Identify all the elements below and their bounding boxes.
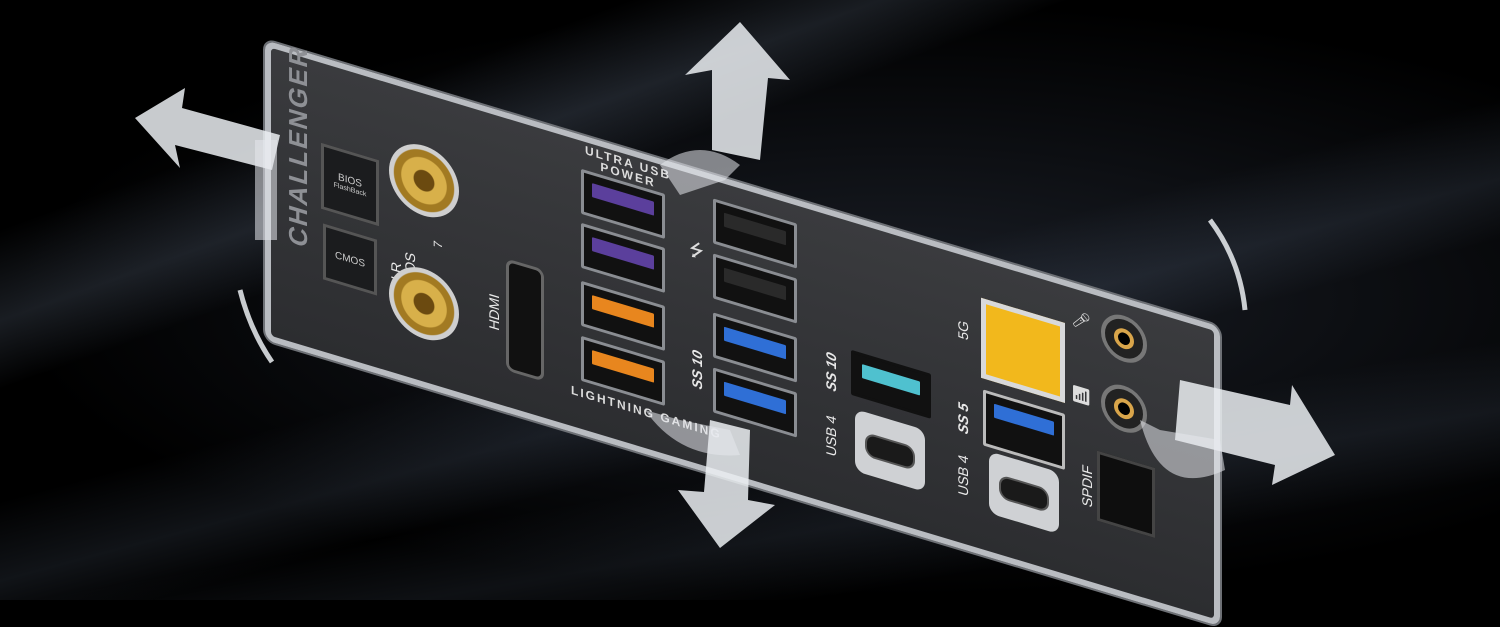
movement-arrows xyxy=(135,22,1335,548)
curved-arrow-icon xyxy=(645,410,740,456)
arrow-up-icon xyxy=(685,22,790,160)
rotate-arrow-icon xyxy=(1207,218,1248,311)
curved-arrow-icon xyxy=(1140,420,1225,479)
arrow-right-icon xyxy=(1175,380,1335,485)
arrow-left-icon xyxy=(135,88,280,170)
rotate-arrow-icon xyxy=(237,289,275,364)
curved-arrow-icon xyxy=(255,140,277,240)
arrow-down-icon xyxy=(678,420,775,548)
curved-arrow-icon xyxy=(660,150,740,195)
